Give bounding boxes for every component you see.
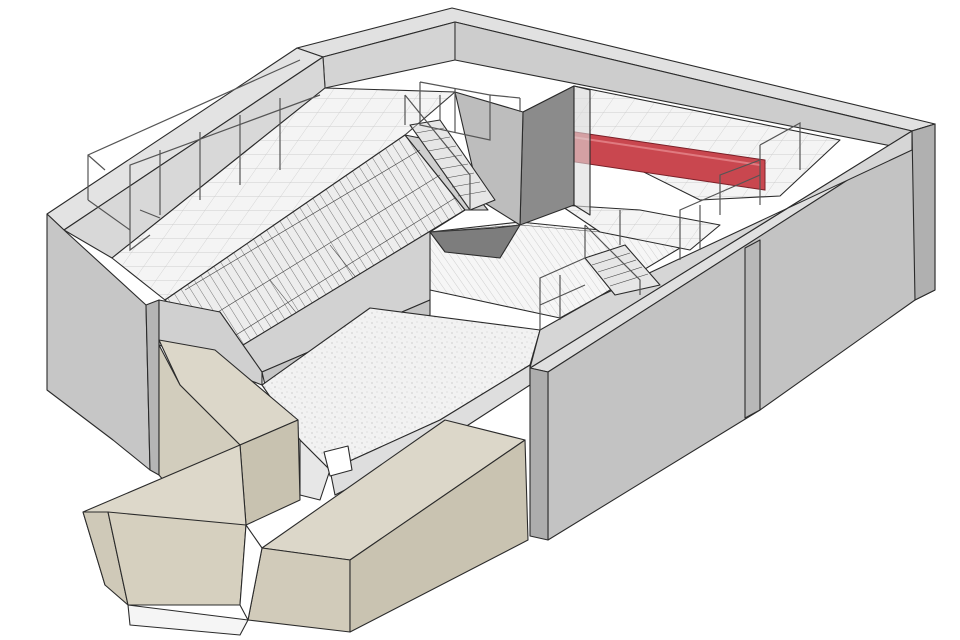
screen-frame-line-3 [227,197,456,341]
detail-lines [322,22,601,233]
channel-outlet [127,604,249,636]
right-wall-inner [529,130,913,369]
stair-left-handrail [404,94,471,210]
settling-tank [429,85,591,259]
tank-glass [573,85,591,216]
screen-frame-line-1 [184,149,421,291]
basin-lip [299,439,331,501]
stair-left-treads [415,127,487,197]
railing-left-posts [159,98,281,215]
inlet-channel [82,339,529,636]
right-outer-wall [529,123,936,541]
tank-shadow [429,224,521,259]
stair-right-treads [591,252,649,287]
guard-railings [87,59,801,330]
screen-frame-line-2 [204,174,441,321]
railing-mid [539,174,761,330]
right-wall-panel-divider [744,239,761,419]
right-channel-side [349,439,529,633]
left-inner-block [158,299,263,386]
right-wall-front-edge [529,367,549,541]
right-wall-end [911,123,936,301]
platform-edge [429,224,601,233]
channel-floor [127,524,263,621]
railing-top-platform [419,81,521,141]
floor-edge [404,91,456,136]
tank-dark-wall [519,85,575,226]
railing-lower [129,209,161,252]
lower-left-block-front [107,511,247,606]
weir-box [323,445,353,477]
stair-right-stringer [584,244,661,296]
wall-joint-2 [322,56,326,89]
railing-left-top [87,59,321,231]
stair-left-stringer [409,119,496,211]
right-channel-face [247,547,351,633]
access-stair-left [404,94,496,211]
